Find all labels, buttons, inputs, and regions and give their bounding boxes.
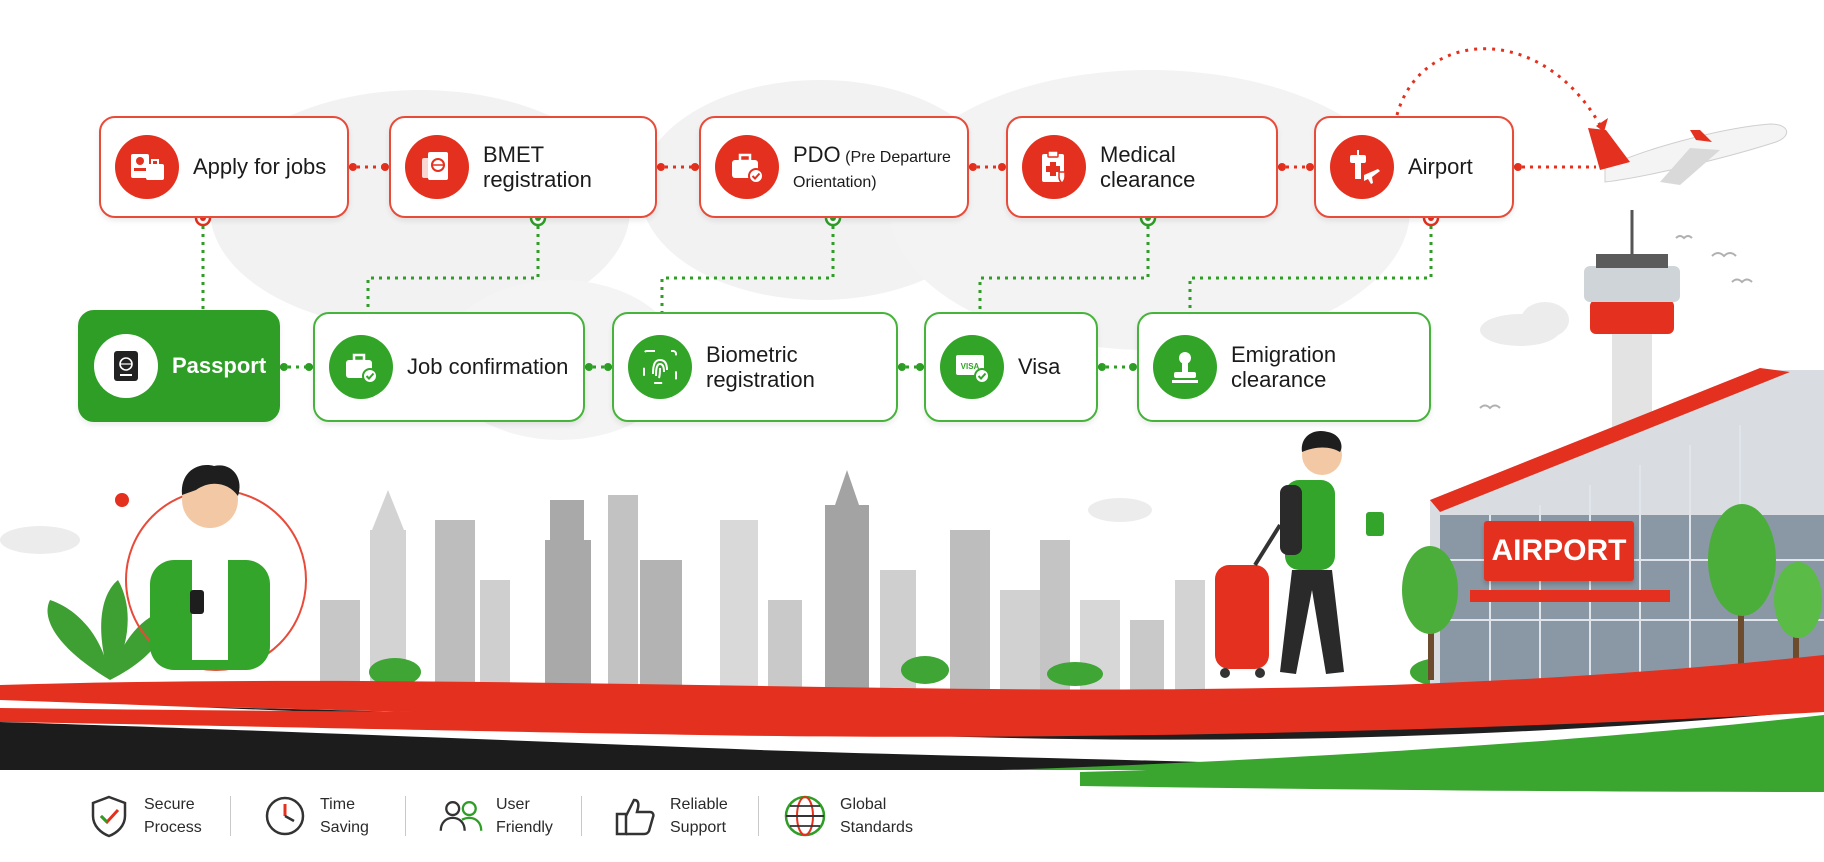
clouds — [0, 302, 1569, 554]
connector-node — [604, 363, 612, 371]
step-bmet-registration[interactable]: BMET registration — [389, 116, 657, 218]
visa-card-icon: VISA — [940, 335, 1004, 399]
step-label: Emigration clearance — [1231, 341, 1337, 392]
feature-line2: Standards — [840, 819, 913, 836]
passport-icon — [94, 334, 158, 398]
bushes — [369, 656, 1470, 686]
step-label: Job confirmation — [407, 354, 569, 380]
job-application-icon — [115, 135, 179, 199]
connector-node — [381, 163, 389, 171]
fingerprint-icon — [628, 335, 692, 399]
briefcase-check-icon — [329, 335, 393, 399]
shield-check-icon — [86, 793, 132, 839]
connector-node — [1514, 163, 1522, 171]
medical-clipboard-icon — [1022, 135, 1086, 199]
feature-line1: Secure — [144, 796, 195, 813]
step-label: Apply for jobs — [193, 154, 327, 180]
step-medical-clearance[interactable]: Medical clearance — [1006, 116, 1278, 218]
step-label: Visa — [1018, 354, 1061, 380]
flight-path — [1395, 47, 1602, 126]
connector-node — [898, 363, 906, 371]
feature-line1: Global — [840, 796, 887, 813]
plant — [47, 580, 166, 680]
feature-line2: Support — [670, 819, 727, 836]
trees — [1402, 504, 1822, 680]
step-biometric-registration[interactable]: Biometric registration — [612, 312, 898, 422]
globe-icon — [782, 793, 828, 839]
svg-text:VISA: VISA — [961, 362, 980, 371]
connector-node — [1098, 363, 1106, 371]
step-passport[interactable]: Passport — [78, 310, 280, 422]
traveler-with-luggage — [1215, 430, 1384, 678]
users-icon — [438, 793, 484, 839]
feature-line1: Reliable — [670, 796, 728, 813]
city-skyline — [320, 470, 1205, 690]
connector-node — [657, 163, 665, 171]
feature-separator — [581, 796, 582, 836]
connector-node — [969, 163, 977, 171]
control-tower-plane-icon — [1330, 135, 1394, 199]
thumbs-up-icon — [612, 793, 658, 839]
feature-line1: User — [496, 796, 530, 813]
airplane — [1588, 123, 1787, 185]
stamp-icon — [1153, 335, 1217, 399]
feature-separator — [758, 796, 759, 836]
step-apply-for-jobs[interactable]: Apply for jobs — [99, 116, 349, 218]
feature-line2: Process — [144, 819, 202, 836]
step-visa[interactable]: VISA Visa — [924, 312, 1098, 422]
step-label: Airport — [1408, 154, 1473, 180]
connector-node — [305, 363, 313, 371]
step-emigration-clearance[interactable]: Emigration clearance — [1137, 312, 1431, 422]
step-label: Passport — [172, 353, 267, 379]
orientation-briefcase-icon — [715, 135, 779, 199]
connector-node — [998, 163, 1006, 171]
connector-node — [1278, 163, 1286, 171]
connector-node — [585, 363, 593, 371]
airport-sign: AIRPORT — [1484, 521, 1634, 581]
ground-waves — [0, 655, 1824, 862]
step-airport[interactable]: Airport — [1314, 116, 1514, 218]
birds — [1479, 235, 1753, 410]
step-job-confirmation[interactable]: Job confirmation — [313, 312, 585, 422]
medical-to-visa-link — [978, 218, 1150, 312]
connector-node — [916, 363, 924, 371]
feature-line2: Saving — [320, 819, 369, 836]
connector-node — [1306, 163, 1314, 171]
pdo-to-biometric-link — [660, 218, 835, 312]
clock-icon — [262, 793, 308, 839]
feature-separator — [405, 796, 406, 836]
connector-node — [280, 363, 288, 371]
step-label: Biometric registration — [706, 341, 815, 392]
connector-node — [1129, 363, 1137, 371]
connector-node — [691, 163, 699, 171]
passport-documents-icon — [405, 135, 469, 199]
connector-node — [349, 163, 357, 171]
control-tower — [1584, 210, 1680, 440]
step-label: Medical clearance — [1100, 141, 1196, 192]
step-label: BMET registration — [483, 141, 592, 192]
feature-line1: Time — [320, 796, 355, 813]
person-with-phone — [115, 465, 307, 671]
bmet-to-job-link — [366, 218, 540, 312]
feature-separator — [230, 796, 231, 836]
feature-line2: Friendly — [496, 819, 553, 836]
